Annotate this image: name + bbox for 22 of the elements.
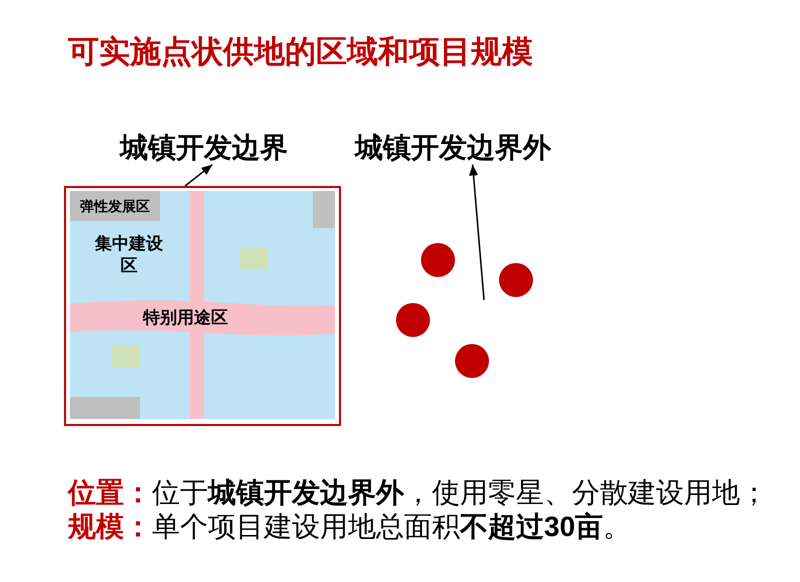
description-text: 单个项目建设用地总面积不超过30亩。 xyxy=(152,511,632,542)
label-heading: 位置： xyxy=(68,477,152,508)
boundary-label: 城镇开发边界外 xyxy=(355,131,551,165)
zone-label: 弹性发展区 xyxy=(80,196,150,216)
arrow xyxy=(469,164,485,300)
site-dot xyxy=(499,263,533,297)
land-parcel xyxy=(240,248,268,269)
boundary-label: 城镇开发边界 xyxy=(120,131,288,165)
label-heading: 规模： xyxy=(68,511,152,542)
special-use-band xyxy=(70,299,335,337)
land-parcel xyxy=(112,345,140,367)
zone-block xyxy=(313,191,335,228)
title: 可实施点状供地的区域和项目规模 xyxy=(68,33,533,71)
arrow xyxy=(184,164,213,187)
zone-label: 集中建设区 xyxy=(94,233,164,277)
zone-block xyxy=(70,397,140,419)
zone-block xyxy=(70,191,160,221)
site-dot xyxy=(396,303,430,337)
site-dot xyxy=(421,243,455,277)
site-dot xyxy=(455,344,489,378)
zone-label: 特别用途区 xyxy=(143,307,228,329)
description-text: 位于城镇开发边界外，使用零星、分散建设用地； xyxy=(152,477,768,508)
